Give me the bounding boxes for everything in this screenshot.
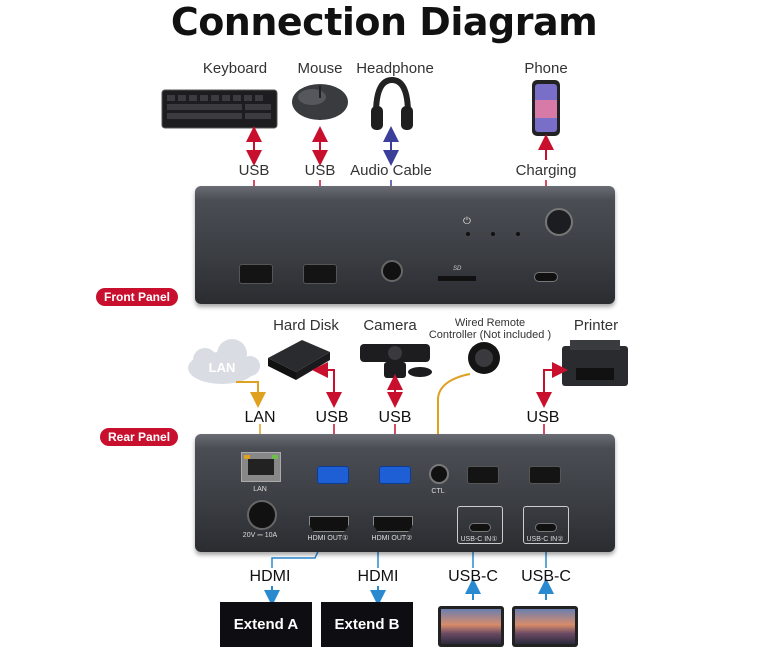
laptop-icon [438, 606, 504, 647]
phone-label: Phone [524, 60, 568, 77]
usb-connection-label: USB [304, 162, 336, 179]
front-audio-jack[interactable] [381, 260, 403, 282]
usb-c-in-2-port[interactable] [535, 523, 557, 532]
phone-icon [532, 80, 560, 136]
usb-connection-label: USB [315, 409, 349, 426]
printer-label: Printer [573, 317, 619, 334]
power-jack[interactable] [247, 500, 277, 530]
front-panel-badge: Front Panel [96, 288, 179, 306]
extend-b-display: Extend B [321, 602, 413, 647]
power-indicator-icon: ⏻ [463, 216, 471, 227]
hard-disk-icon [268, 340, 330, 380]
front-usb-port-2[interactable] [303, 264, 337, 284]
hdmi-out-1-port[interactable] [309, 516, 349, 532]
usb-connection-label: USB [378, 409, 412, 426]
front-panel: SD ⏻ [195, 186, 615, 304]
front-usb-port-1[interactable] [239, 264, 273, 284]
rear-usb-port-4[interactable] [529, 466, 561, 484]
usb-c-connection-label: USB-C [448, 568, 498, 585]
hdmi-connection-label: HDMI [249, 568, 291, 585]
usb-connection-label: USB [526, 409, 560, 426]
camera-icon [360, 344, 432, 378]
front-usb-c-port[interactable] [534, 272, 558, 282]
page-title: Connection Diagram [170, 0, 598, 44]
camera-label: Camera [363, 317, 417, 334]
rear-panel: LAN 20V ⎓ 10A CTL HDMI OUT① HDMI OUT② US… [195, 434, 615, 552]
usb-c-in-1-port[interactable] [469, 523, 491, 532]
usb-c-connection-label: USB-C [521, 568, 571, 585]
ctl-jack[interactable] [429, 464, 449, 484]
lan-cloud-icon [188, 339, 260, 384]
hdmi-out-1-label: HDMI OUT① [307, 535, 349, 542]
hdmi-out-2-label: HDMI OUT② [371, 535, 413, 542]
audio-cable-label: Audio Cable [350, 162, 432, 179]
keyboard-icon [161, 89, 278, 129]
rear-usb-port-1[interactable] [317, 466, 349, 484]
ctl-label: CTL [431, 488, 445, 495]
lan-connection-label: LAN [244, 409, 276, 426]
headphone-label: Headphone [356, 60, 434, 77]
mouse-icon [292, 84, 348, 120]
rear-panel-badge: Rear Panel [100, 428, 179, 446]
usb-c-in-1-frame [457, 506, 503, 544]
remote-controller-label: Wired Remote Controller (Not included ) [428, 317, 552, 341]
usb-c-in-2-label: USB-C IN② [526, 536, 564, 543]
lan-port[interactable] [241, 452, 281, 482]
sd-card-slot[interactable] [438, 276, 476, 281]
sd-icon: SD [453, 266, 462, 272]
headphone-icon [371, 76, 413, 130]
remote-controller-icon [468, 342, 500, 374]
hdmi-out-2-port[interactable] [373, 516, 413, 532]
led-indicator [516, 232, 520, 236]
usb-connection-label: USB [238, 162, 270, 179]
hdmi-connection-label: HDMI [357, 568, 399, 585]
power-button[interactable] [545, 208, 573, 236]
led-indicator [491, 232, 495, 236]
keyboard-label: Keyboard [202, 60, 268, 77]
led-indicator [466, 232, 470, 236]
mouse-label: Mouse [297, 60, 343, 77]
lan-port-label: LAN [253, 486, 267, 493]
rear-usb-port-2[interactable] [379, 466, 411, 484]
charging-label: Charging [515, 162, 577, 179]
extend-a-display: Extend A [220, 602, 312, 647]
hard-disk-label: Hard Disk [273, 317, 339, 334]
printer-icon [562, 340, 628, 386]
laptop-icon [512, 606, 578, 647]
power-jack-label: 20V ⎓ 10A [242, 532, 278, 539]
usb-c-in-1-label: USB-C IN① [460, 536, 498, 543]
rear-usb-port-3[interactable] [467, 466, 499, 484]
lan-cloud-label: LAN [208, 360, 236, 375]
usb-c-in-2-frame [523, 506, 569, 544]
